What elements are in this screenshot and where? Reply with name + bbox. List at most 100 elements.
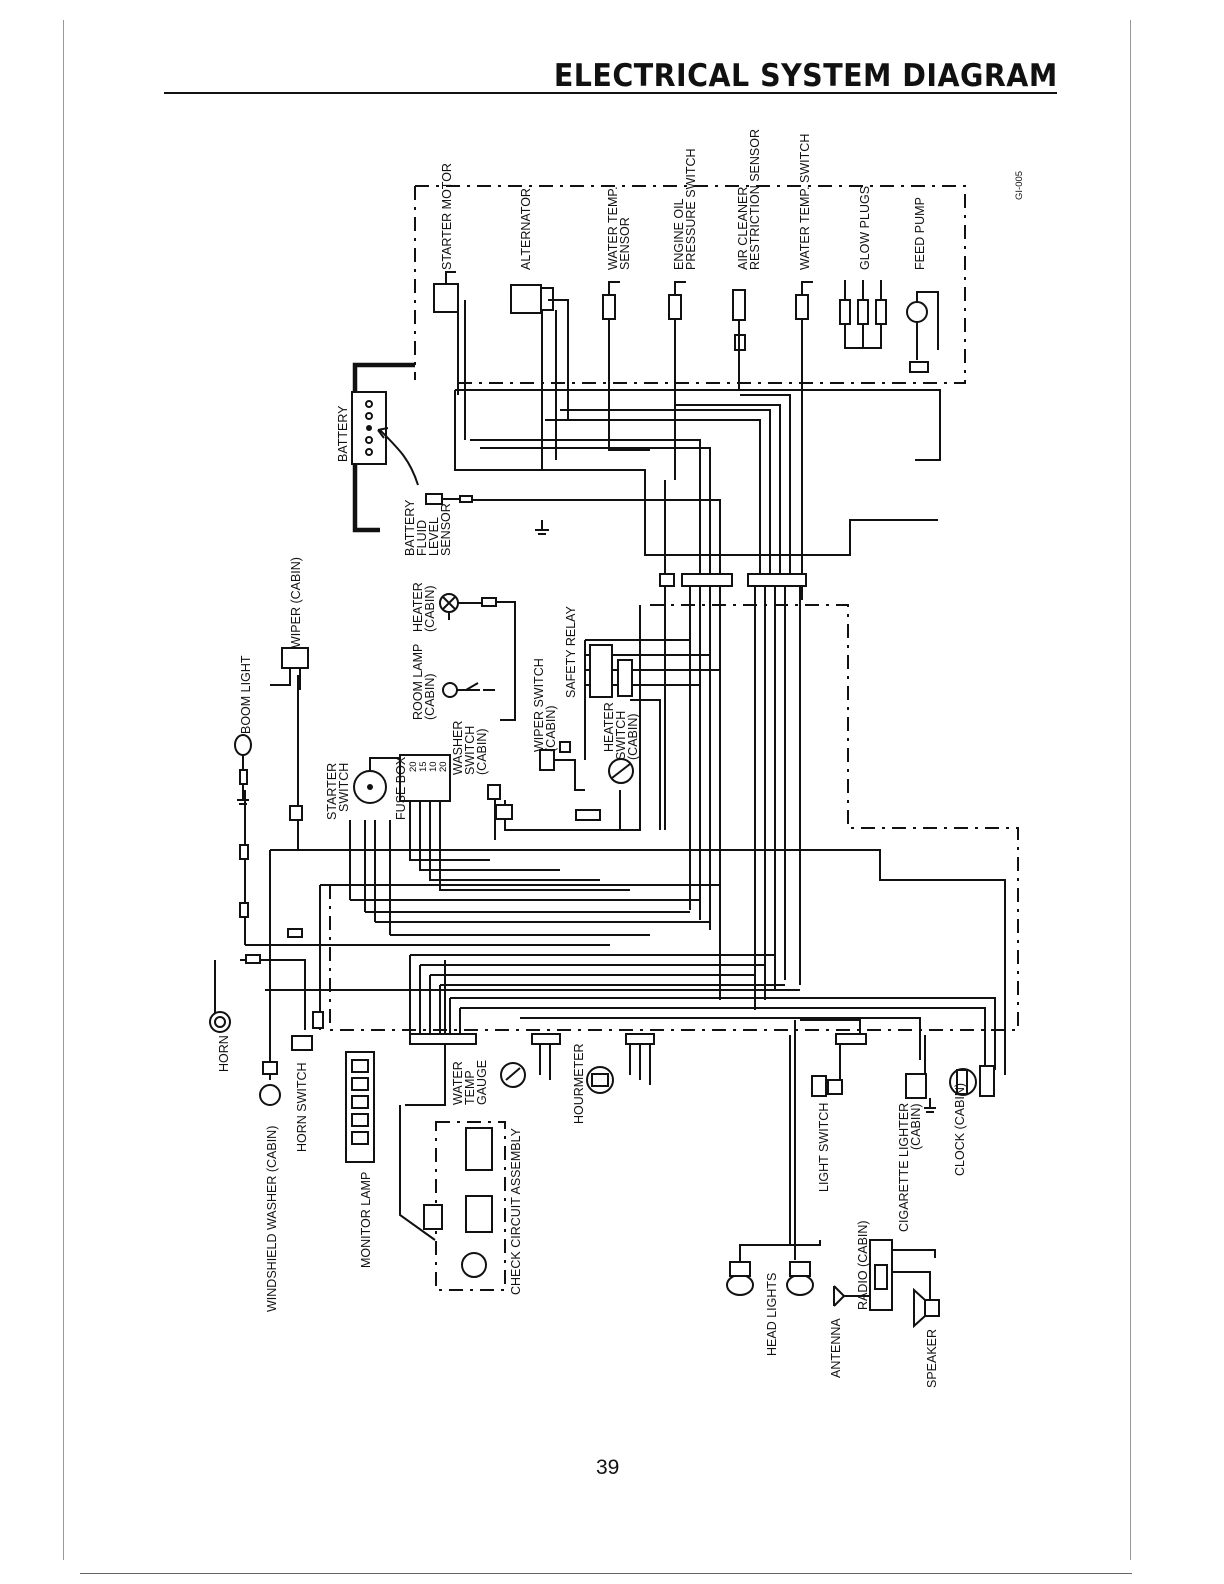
- label-antenna: ANTENNA: [829, 1318, 843, 1378]
- room-lamp-symbol: [442, 682, 495, 698]
- label-battery-fluid-4: SENSOR: [439, 503, 453, 556]
- label-water-temp-gauge-1: WATER: [451, 1061, 465, 1105]
- label-horn-switch: HORN SWITCH: [295, 1062, 309, 1152]
- label-starter-switch-1: STARTER: [325, 763, 339, 820]
- head-lights-symbol: [726, 1240, 821, 1296]
- label-air-cleaner-2: RESTRICTION SENSOR: [748, 129, 762, 270]
- fuse-rating-2: 15: [418, 761, 429, 772]
- label-washer-switch-3: (CABIN): [475, 728, 489, 775]
- hourmeter-symbol: [586, 1066, 614, 1094]
- water-temp-switch-symbol: [795, 281, 813, 600]
- label-cigarette-lighter-1: CIGARETTE LIGHTER: [897, 1103, 911, 1232]
- figure-code: GI-005: [1014, 171, 1025, 200]
- starter-switch-symbol: [353, 757, 400, 804]
- monitor-lamp-symbol: [345, 1051, 375, 1163]
- label-oil-pressure-2: PRESSURE SWITCH: [684, 148, 698, 270]
- label-feed-pump: FEED PUMP: [913, 197, 927, 270]
- label-water-temp-gauge-3: GAUGE: [475, 1060, 489, 1105]
- label-room-lamp-2: (CABIN): [423, 673, 437, 720]
- boom-light-symbol: [234, 734, 252, 805]
- battery-fluid-sensor-symbol: [425, 493, 473, 505]
- horn-symbol: [209, 1011, 231, 1033]
- label-hourmeter: HOURMETER: [572, 1043, 586, 1124]
- light-switch-symbol: [811, 1075, 843, 1097]
- fuse-rating-1: 20: [408, 761, 419, 772]
- label-washer-switch-1: WASHER: [451, 721, 465, 775]
- label-battery-fluid-2: FLUID: [415, 520, 429, 556]
- label-alternator: ALTERNATOR: [519, 188, 533, 270]
- fuse-box-symbol: [289, 754, 513, 821]
- heater-cabin-symbol: [439, 593, 497, 620]
- wiring-bus: [214, 185, 1019, 1260]
- label-safety-relay: SAFETY RELAY: [564, 605, 578, 698]
- connector-blocks: [409, 573, 995, 1097]
- windshield-washer-symbol: [259, 1061, 281, 1106]
- label-battery: BATTERY: [336, 405, 350, 462]
- heater-switch-symbol: [608, 758, 634, 784]
- label-monitor-lamp: MONITOR LAMP: [359, 1172, 373, 1268]
- label-heater-switch-1: HEATER: [602, 702, 616, 752]
- label-washer-switch-2: SWITCH: [463, 726, 477, 775]
- label-heater-cabin-1: HEATER: [411, 582, 425, 632]
- battery-symbol: [351, 391, 419, 486]
- ground-symbol: [535, 520, 549, 535]
- cigarette-lighter-symbol: [905, 1073, 936, 1113]
- label-water-temp-sensor-2: SENSOR: [618, 217, 632, 270]
- water-temp-gauge-symbol: [500, 1062, 526, 1088]
- title-rule: [164, 92, 1057, 94]
- inline-fuses: [239, 844, 303, 964]
- label-speaker: SPEAKER: [925, 1329, 939, 1388]
- label-clock: CLOCK (CABIN): [953, 1083, 967, 1176]
- label-heater-cabin-2: (CABIN): [423, 585, 437, 632]
- label-heater-switch-2: SWITCH: [614, 711, 628, 760]
- check-circuit-assembly-symbol: [423, 1121, 506, 1291]
- label-wiper-cabin: WIPER (CABIN): [289, 557, 303, 648]
- label-light-switch: LIGHT SWITCH: [817, 1103, 831, 1192]
- antenna-symbol: [833, 1285, 870, 1307]
- label-starter-motor: STARTER MOTOR: [440, 163, 454, 270]
- label-starter-switch-2: SWITCH: [337, 763, 351, 812]
- wiper-switch-symbol: [539, 741, 585, 791]
- footer-rule: [80, 1573, 1132, 1574]
- label-battery-fluid-1: BATTERY: [403, 499, 417, 556]
- label-water-temp-sensor-1: WATER TEMP.: [606, 186, 620, 270]
- fuse-rating-4: 20: [438, 761, 449, 772]
- label-water-temp-gauge-2: TEMP: [463, 1070, 477, 1105]
- label-radio: RADIO (CABIN): [856, 1220, 870, 1310]
- horn-switch-symbol: [291, 1011, 324, 1051]
- label-wiper-switch-2: (CABIN): [544, 705, 558, 752]
- label-head-lights: HEAD LIGHTS: [765, 1273, 779, 1356]
- clock-symbol: [949, 1068, 977, 1096]
- feed-pump-symbol: [906, 291, 939, 373]
- label-wiper-switch-1: WIPER SWITCH: [532, 658, 546, 752]
- label-battery-fluid-3: LEVEL: [427, 517, 441, 556]
- label-water-temp-switch: WATER TEMP. SWITCH: [798, 134, 812, 270]
- alternator-symbol: [510, 284, 569, 470]
- label-glow-plugs: GLOW PLUGS: [858, 186, 872, 270]
- glow-plugs-symbol: [839, 280, 887, 349]
- speaker-symbol: [913, 1287, 940, 1329]
- oil-pressure-switch-symbol: [668, 281, 686, 480]
- starter-motor-symbol: [433, 271, 466, 440]
- label-check-circuit: CHECK CIRCUIT ASSEMBLY: [509, 1127, 523, 1295]
- water-temp-sensor-symbol: [602, 281, 650, 451]
- scan-margin-line-right: [1130, 20, 1131, 1560]
- component-labels: STARTER MOTOR ALTERNATOR WATER TEMP. SEN…: [217, 129, 1025, 1388]
- page-title: ELECTRICAL SYSTEM DIAGRAM: [554, 58, 1058, 94]
- air-cleaner-sensor-symbol: [732, 289, 746, 390]
- label-cigarette-lighter-2: (CABIN): [909, 1103, 923, 1150]
- page-number: 39: [596, 1456, 620, 1479]
- label-windshield-washer: WINDSHIELD WASHER (CABIN): [265, 1126, 279, 1312]
- safety-relay-symbol: [589, 644, 633, 698]
- label-fuse-box: FUSE BOX: [394, 756, 408, 820]
- radio-symbol: [869, 1239, 936, 1311]
- label-room-lamp-1: ROOM LAMP: [411, 644, 425, 720]
- label-oil-pressure-1: ENGINE OIL: [672, 198, 686, 270]
- scan-margin-line-left: [63, 20, 64, 1560]
- fuse-rating-3: 10: [428, 761, 439, 772]
- label-horn: HORN: [217, 1035, 231, 1072]
- label-boom-light: BOOM LIGHT: [239, 655, 253, 734]
- label-heater-switch-3: (CABIN): [626, 713, 640, 760]
